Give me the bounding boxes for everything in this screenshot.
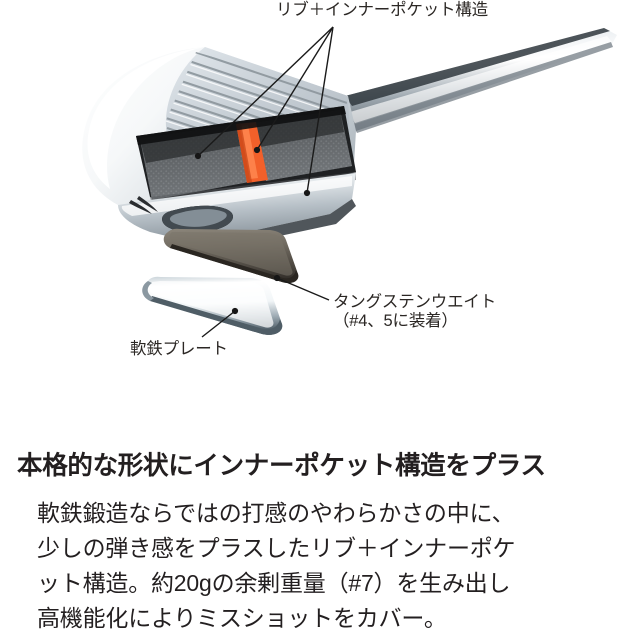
body-line: 高機能化によりミスショットをカバー。 <box>37 605 447 631</box>
callout-label-soft-iron-plate: 軟鉄プレート <box>130 340 228 358</box>
callout-label-tungsten-weight: タングステンウエイト（#4、5に装着） <box>333 293 496 332</box>
club-neck-and-shaft <box>345 28 617 133</box>
feature-heading: 本格的な形状にインナーポケット構造をプラス <box>17 452 546 481</box>
inner-pocket-cavity <box>136 106 356 212</box>
clubhead-body <box>82 47 357 253</box>
leader-lines <box>197 26 334 338</box>
sole-marking <box>129 196 158 214</box>
clubhead-illustration: リブ＋インナーポケット構造 タングステンウエイト（#4、5に装着） 軟鉄プレート <box>82 1 617 358</box>
body-line: 軟鉄鍛造ならではの打感のやわらかさの中に、 <box>37 500 515 526</box>
feature-body-copy: 軟鉄鍛造ならではの打感のやわらかさの中に、 少しの弾き感をプラスしたリブ＋インナ… <box>37 496 516 636</box>
leader-line-dots <box>194 146 311 315</box>
tungsten-weight-part <box>163 228 299 284</box>
body-line: 少しの弾き感をプラスしたリブ＋インナーポケ <box>37 535 516 561</box>
callout-tungsten-sub: （#4、5に装着） <box>333 312 458 331</box>
callout-label-rib-inner-pocket: リブ＋インナーポケット構造 <box>276 1 488 19</box>
body-line: ット構造。約20gの余剰重量（#7）を生み出し <box>37 570 511 596</box>
callout-tungsten-main: タングステンウエイト <box>333 293 497 311</box>
soft-iron-plate-part <box>142 276 283 335</box>
clubhead-illustration-svg <box>82 26 617 338</box>
feature-text-block: 本格的な形状にインナーポケット構造をプラス 軟鉄鍛造ならではの打感のやわらかさの… <box>0 400 640 640</box>
